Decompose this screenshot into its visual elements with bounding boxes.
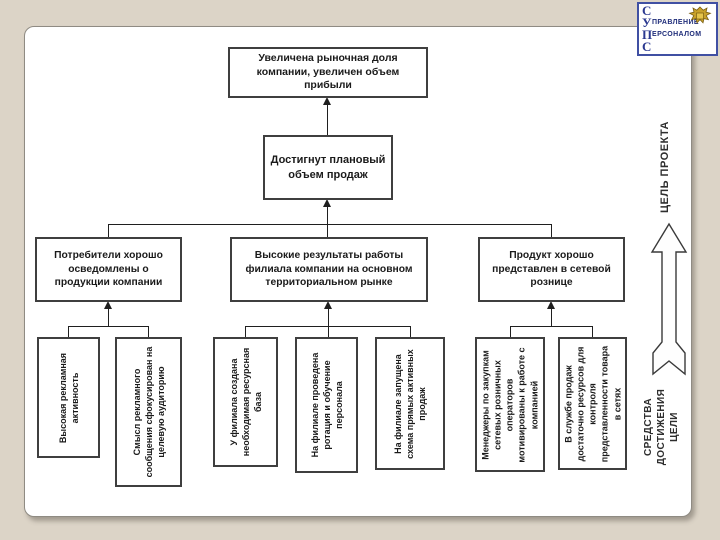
tree-node-leaf: У филиала создана необходимая ресурсная … bbox=[213, 337, 278, 467]
tree-node-leaf: На филиале проведена ротация и обучение … bbox=[295, 337, 358, 473]
connector-stub bbox=[245, 326, 246, 337]
tree-node-leaf-label: У филиала создана необходимая ресурсная … bbox=[228, 347, 263, 457]
tree-node-branch: Продукт хорошо представлен в сетевой роз… bbox=[478, 237, 625, 302]
arrow-up-icon bbox=[324, 301, 332, 309]
tree-node-branch: Высокие результаты работы филиала компан… bbox=[230, 237, 428, 302]
connector-leafrail-to-branch bbox=[328, 307, 329, 327]
up-arrow-outline-icon bbox=[650, 222, 688, 376]
arrow-up-icon bbox=[104, 301, 112, 309]
connector-stub bbox=[551, 224, 552, 237]
logo-word: ПРАВЛЕНИЕ bbox=[652, 19, 699, 26]
connector-stub bbox=[510, 326, 511, 337]
tree-node-leaf: На филиале запущена схема прямых активны… bbox=[375, 337, 445, 470]
tree-node-leaf-label: Смысл рекламного сообщения сфокусирован … bbox=[131, 346, 166, 478]
tree-node-leaf: В службе продаж достаточно ресурсов для … bbox=[558, 337, 627, 470]
connector-stub bbox=[68, 326, 69, 337]
logo-word: ЕРСОНАЛОМ bbox=[652, 31, 702, 38]
logo-row: П ЕРСОНАЛОМ bbox=[642, 27, 714, 42]
logo-row: С bbox=[642, 3, 714, 18]
connector-leafrail-to-branch bbox=[108, 307, 109, 327]
tree-node-root: Увеличена рыночная доля компании, увелич… bbox=[228, 47, 428, 98]
connector-stub bbox=[592, 326, 593, 337]
tree-node-leaf-label: Менеджеры по закупкам сетевых розничных … bbox=[480, 346, 540, 463]
connector-rail-branches bbox=[108, 224, 551, 225]
connector-rail-leaves bbox=[68, 326, 149, 327]
project-goal-label: ЦЕЛЬ ПРОЕКТА bbox=[659, 121, 671, 214]
tree-node-branch-label: Потребители хорошо осведомлены о продукц… bbox=[54, 250, 163, 289]
connector-stub bbox=[148, 326, 149, 337]
tree-node-leaf-label: В службе продаж достаточно ресурсов для … bbox=[563, 345, 622, 462]
logo-letter: С bbox=[642, 39, 652, 54]
tree-node-goal-label: Достигнут плановый объем продаж bbox=[270, 154, 386, 181]
tree-node-branch-label: Высокие результаты работы филиала компан… bbox=[245, 250, 413, 289]
university-crest-icon bbox=[688, 6, 712, 24]
means-of-achievement-label: СРЕДСТВА ДОСТИЖЕНИЯ ЦЕЛИ bbox=[643, 388, 680, 466]
connector-leafrail-to-branch bbox=[551, 307, 552, 327]
arrow-up-icon bbox=[323, 199, 331, 207]
tree-node-goal: Достигнут плановый объем продаж bbox=[263, 135, 393, 200]
logo-letter: У bbox=[642, 15, 652, 30]
tree-node-leaf: Менеджеры по закупкам сетевых розничных … bbox=[475, 337, 545, 472]
logo-letter: С bbox=[642, 3, 652, 18]
connector-stub bbox=[108, 224, 109, 237]
tree-node-branch-label: Продукт хорошо представлен в сетевой роз… bbox=[492, 250, 611, 289]
university-logo: С У ПРАВЛЕНИЕ П ЕРСОНАЛОМ С bbox=[637, 2, 718, 56]
arrow-up-icon bbox=[547, 301, 555, 309]
arrow-up-icon bbox=[323, 97, 331, 105]
tree-node-leaf: Высокая рекламная активность bbox=[37, 337, 100, 458]
tree-node-root-label: Увеличена рыночная доля компании, увелич… bbox=[256, 52, 400, 92]
tree-node-branch: Потребители хорошо осведомлены о продукц… bbox=[35, 237, 182, 302]
tree-node-leaf: Смысл рекламного сообщения сфокусирован … bbox=[115, 337, 182, 487]
logo-row: У ПРАВЛЕНИЕ bbox=[642, 15, 714, 30]
tree-node-leaf-label: Высокая рекламная активность bbox=[57, 352, 80, 443]
tree-node-leaf-label: На филиале запущена схема прямых активны… bbox=[392, 348, 428, 459]
connector-stub bbox=[328, 326, 329, 337]
connector-rail-to-goal bbox=[327, 205, 328, 237]
tree-node-leaf-label: На филиале проведена ротация и обучение … bbox=[309, 352, 344, 458]
connector-stub bbox=[410, 326, 411, 337]
connector-goal-to-root bbox=[327, 103, 328, 135]
logo-letter: П bbox=[642, 27, 653, 42]
logo-row: С bbox=[642, 39, 714, 54]
connector-rail-leaves bbox=[510, 326, 593, 327]
